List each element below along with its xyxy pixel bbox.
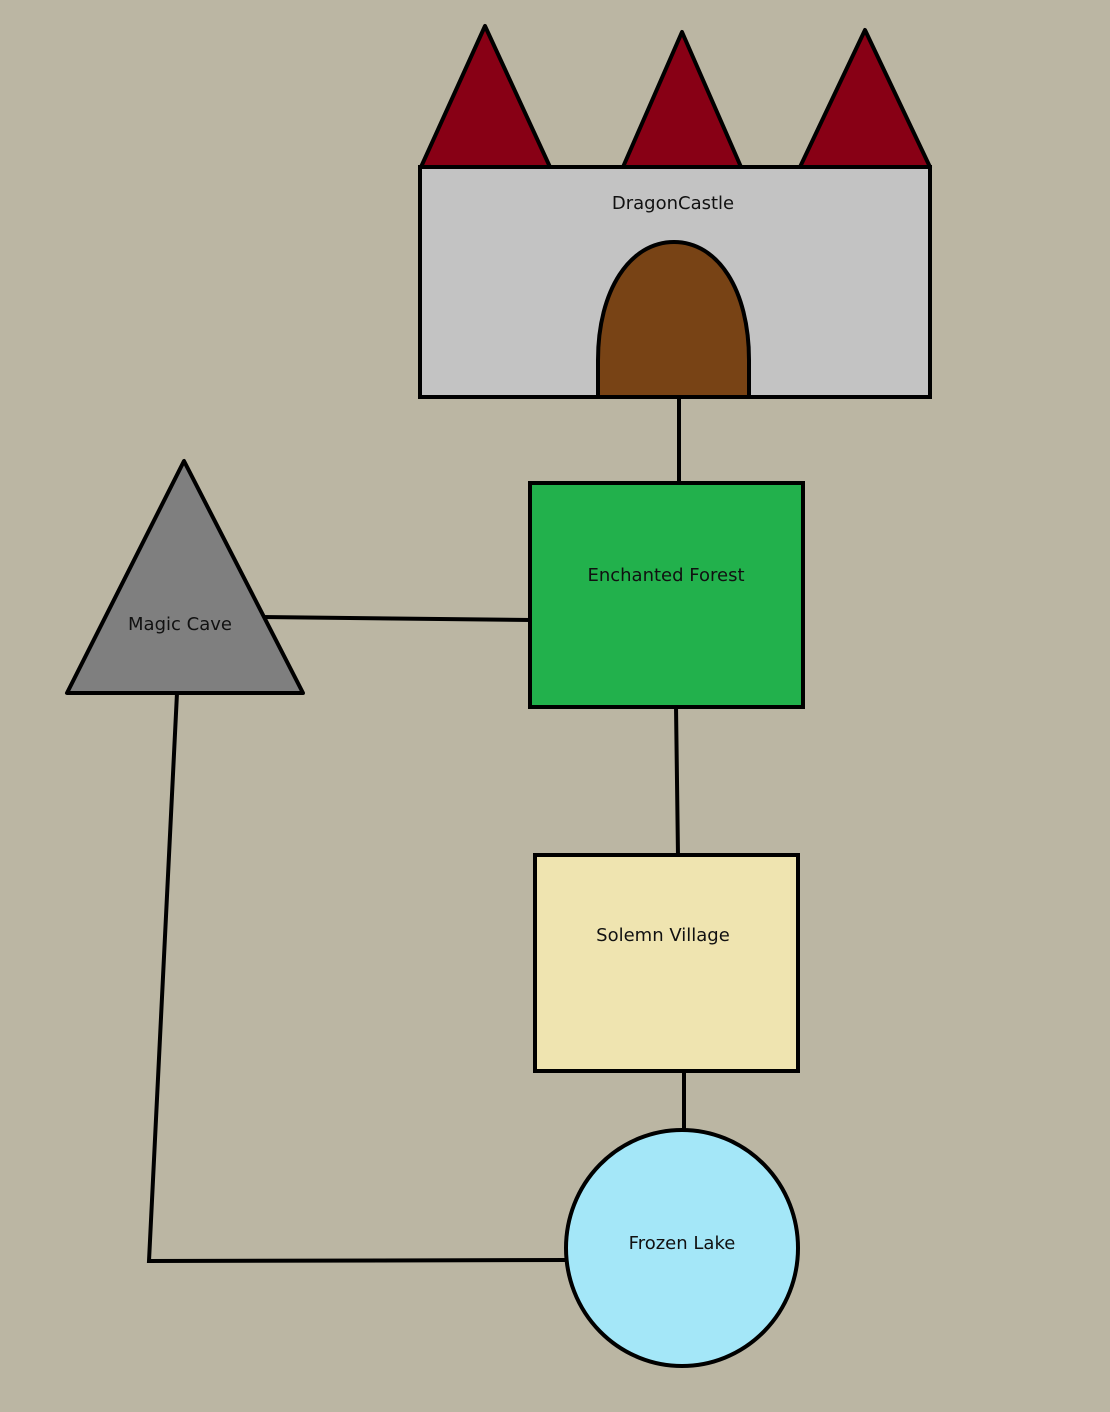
- forest-square: [528, 481, 805, 709]
- castle-tower-left: [419, 24, 552, 169]
- location-cave: Magic Cave: [65, 459, 305, 695]
- connection-lake-cave: [146, 691, 568, 1264]
- forest-label: Enchanted Forest: [587, 565, 744, 586]
- castle-door: [596, 239, 751, 399]
- castle-tower-right: [798, 28, 932, 169]
- location-castle: DragonCastle: [418, 24, 932, 399]
- lake-label: Frozen Lake: [629, 1233, 736, 1254]
- lake-circle: [564, 1128, 800, 1368]
- connection-forest-village: [674, 704, 680, 858]
- location-village: Solemn Village: [533, 853, 800, 1073]
- cave-triangle: [65, 459, 305, 695]
- location-forest: Enchanted Forest: [528, 481, 805, 709]
- village-label: Solemn Village: [596, 925, 730, 946]
- castle-label: DragonCastle: [612, 193, 734, 214]
- connections: [146, 396, 686, 1264]
- location-lake: Frozen Lake: [564, 1128, 800, 1368]
- village-square: [533, 853, 800, 1073]
- connection-forest-cave: [260, 615, 533, 622]
- cave-label: Magic Cave: [128, 614, 232, 635]
- castle-tower-middle: [621, 30, 743, 169]
